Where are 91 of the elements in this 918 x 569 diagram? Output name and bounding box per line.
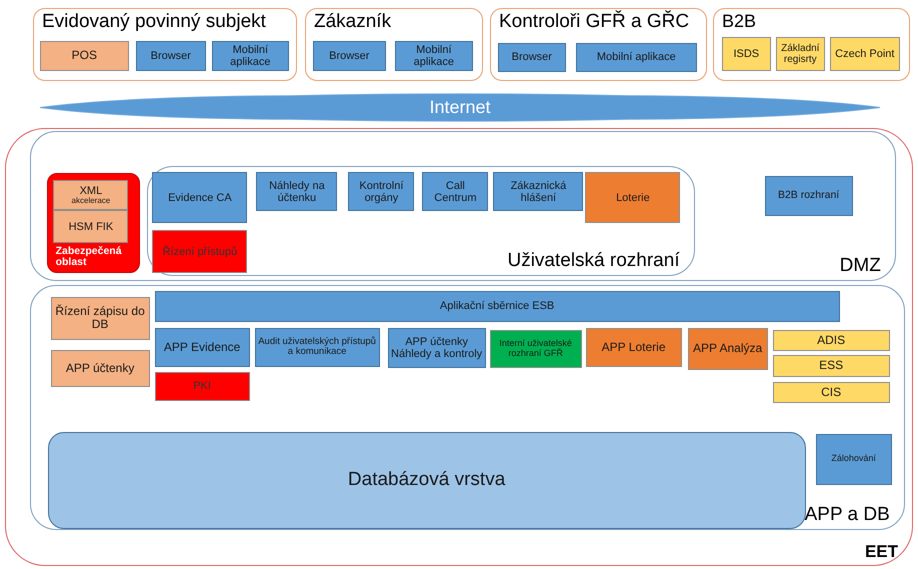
component-label: Náhledy na účtenku: [268, 180, 326, 204]
component-label: ESS: [819, 359, 844, 372]
component-label: Browser: [329, 50, 370, 62]
group-panel: [713, 8, 910, 81]
network-cloud: [38, 92, 882, 123]
component-label: XML: [80, 184, 102, 197]
component-box: [152, 230, 248, 274]
component-label: Zákaznická hlášení: [510, 180, 568, 204]
component-label: Interní uživatelské rozhraní GFŘ: [498, 338, 573, 358]
component-box: [722, 36, 771, 71]
component-label: APP účtenky: [66, 362, 134, 375]
component-box: [212, 40, 289, 71]
component-label: Evidence CA: [168, 192, 232, 204]
component-label: APP Analýza: [693, 342, 762, 356]
component-box: [772, 330, 890, 351]
zone-label: DMZ: [840, 256, 881, 277]
component-box: [576, 42, 697, 72]
component-box: [498, 42, 566, 72]
component-box: [772, 354, 890, 377]
component-box: [394, 40, 473, 71]
component-box: [688, 328, 768, 370]
group-title: B2B: [722, 12, 756, 32]
component-label: PKI: [193, 380, 211, 392]
zone-label: APP a DB: [804, 504, 890, 526]
zone-label: Uživatelská rozhraní: [507, 250, 680, 272]
component-label: Kontrolní orgány: [358, 180, 404, 204]
component-box: [40, 40, 129, 71]
component-box: [764, 176, 853, 216]
component-box: [254, 328, 380, 367]
component-box: [830, 36, 900, 71]
group-panel: [490, 8, 707, 81]
component-box: [586, 328, 682, 367]
zone-panel: [30, 130, 896, 281]
component-label: Řízení zápisu do DB: [54, 304, 146, 332]
component-label: Czech Point: [835, 48, 894, 60]
component-label: ADIS: [817, 334, 846, 347]
zone-panel: [146, 166, 695, 276]
component-label: Aplikační sběrnice ESB: [440, 300, 554, 312]
database-layer: [48, 432, 806, 529]
group-panel: [305, 8, 483, 81]
component-label: POS: [72, 49, 97, 62]
component-label: Mobilní aplikace: [596, 51, 676, 64]
component-box: [53, 180, 128, 210]
component-box: [493, 172, 584, 212]
component-box: [585, 172, 680, 224]
component-box: [256, 172, 338, 212]
component-box: [136, 40, 206, 71]
component-label: Audit uživatelských přístupů a komunikace: [258, 336, 377, 358]
component-box: [388, 328, 486, 368]
group-title: Evidovaný povinný subjekt: [42, 12, 266, 33]
component-box: [154, 290, 840, 322]
component-label: Základní regisrty: [780, 42, 820, 65]
component-label: ISDS: [733, 48, 760, 60]
component-box: [312, 40, 386, 71]
group-panel: [33, 8, 297, 81]
system-boundary: [5, 128, 913, 566]
component-box: [490, 330, 582, 368]
group-title: Kontroloři GFŘ a GŘC: [499, 12, 690, 33]
system-label: EET: [864, 543, 898, 562]
component-box: [50, 296, 150, 340]
zone-panel: [30, 284, 905, 530]
component-label: APP Loterie: [602, 340, 666, 354]
component-box: [772, 382, 890, 403]
component-box: [152, 172, 248, 224]
component-label: Browser: [150, 50, 191, 62]
component-box: [816, 434, 892, 485]
component-box: [776, 36, 825, 71]
component-label: Databázová vrstva: [348, 470, 506, 491]
component-label: HSM FIK: [68, 220, 114, 233]
component-box: [348, 172, 414, 212]
component-box: [154, 328, 250, 367]
component-label: akcelerace: [72, 197, 110, 206]
component-label: Zálohování: [831, 454, 876, 464]
component-label: Browser: [512, 51, 552, 64]
component-box: [422, 172, 488, 212]
component-label: B2B rozhraní: [778, 190, 840, 202]
network-label: Internet: [429, 98, 491, 118]
component-label: Call Centrum: [433, 180, 478, 204]
component-label: CIS: [821, 386, 842, 399]
component-label: APP Evidence: [164, 340, 240, 354]
secure-area: [46, 172, 140, 273]
component-label: Řízení přístupů: [162, 246, 238, 258]
component-label: Mobilní aplikace: [229, 44, 272, 68]
group-title: Zákazník: [314, 12, 392, 33]
component-box: [53, 210, 128, 244]
component-label: Mobilní aplikace: [412, 44, 455, 68]
area-label: Zabezpečená oblast: [56, 246, 123, 269]
component-label: APP účtenky Náhledy a kontroly: [390, 336, 483, 360]
component-label: Loterie: [616, 192, 650, 204]
component-box: [154, 372, 250, 401]
component-box: [50, 350, 150, 387]
